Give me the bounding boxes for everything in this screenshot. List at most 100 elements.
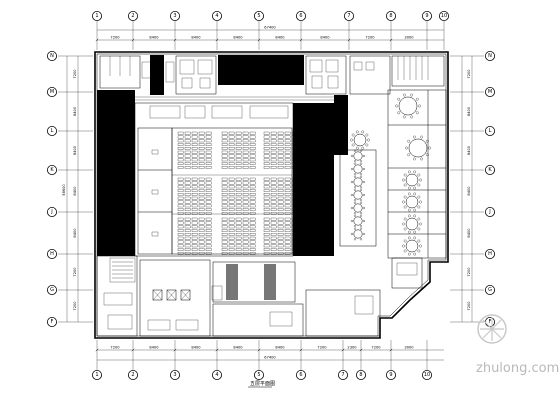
seat xyxy=(191,204,198,208)
seat xyxy=(191,225,198,229)
seat xyxy=(177,185,184,189)
round-table xyxy=(395,93,421,119)
dim-left-0: 7200 xyxy=(73,69,77,79)
booth-table xyxy=(350,227,366,241)
dim-right-1: 8400 xyxy=(467,106,471,116)
seat xyxy=(263,135,270,139)
seat xyxy=(191,154,198,158)
seat xyxy=(242,131,249,135)
seat xyxy=(228,147,235,150)
seat xyxy=(277,193,284,196)
seat xyxy=(291,208,298,211)
seat xyxy=(242,252,249,255)
seat xyxy=(284,154,291,158)
seat xyxy=(270,154,277,158)
seat xyxy=(277,252,284,255)
seat xyxy=(284,131,291,135)
seat xyxy=(249,244,256,248)
auditorium-seating xyxy=(177,131,298,255)
seat xyxy=(284,185,291,189)
seat xyxy=(242,208,249,211)
seat xyxy=(291,143,298,146)
seat xyxy=(221,236,228,240)
seat xyxy=(177,212,184,215)
seat xyxy=(184,154,191,158)
seat xyxy=(284,139,291,143)
seat xyxy=(191,158,198,162)
grid-bottom-5: 5 xyxy=(253,369,264,380)
seat xyxy=(205,189,212,192)
seat xyxy=(291,181,298,185)
seat xyxy=(277,177,284,181)
axis-lines xyxy=(58,21,484,370)
seat xyxy=(263,154,270,158)
seat xyxy=(249,204,256,208)
seat xyxy=(284,143,291,146)
grid-right-M-label: M xyxy=(488,89,492,95)
seat xyxy=(177,204,184,208)
seat xyxy=(177,229,184,232)
seat xyxy=(249,193,256,196)
seat xyxy=(184,162,191,165)
seat xyxy=(184,221,191,225)
seat xyxy=(177,181,184,185)
seat xyxy=(221,135,228,139)
grid-bottom-8: 8 xyxy=(355,369,366,380)
seat xyxy=(184,135,191,139)
seat xyxy=(221,177,228,181)
booth-table xyxy=(350,214,366,228)
seat xyxy=(249,196,256,200)
seat xyxy=(284,229,291,232)
seat xyxy=(284,196,291,200)
seat xyxy=(198,131,205,135)
dim-top-3: 8400 xyxy=(233,36,243,40)
grid-left-N: N xyxy=(47,51,58,62)
seat xyxy=(191,229,198,232)
seat xyxy=(198,252,205,255)
dim-left-total: 58600 xyxy=(62,184,66,196)
grid-top-6: 6 xyxy=(295,10,306,21)
seat xyxy=(205,166,212,169)
seat xyxy=(242,221,249,225)
seat xyxy=(291,147,298,150)
seat xyxy=(242,240,249,244)
seat xyxy=(205,233,212,236)
seat xyxy=(191,217,198,221)
seat xyxy=(235,229,242,232)
seat xyxy=(263,166,270,169)
grid-bottom-6-label: 6 xyxy=(299,372,302,378)
seat xyxy=(291,162,298,165)
grid-left-K-label: K xyxy=(50,167,54,173)
seat xyxy=(177,158,184,162)
seat xyxy=(198,217,205,221)
seat xyxy=(277,200,284,204)
seat xyxy=(235,248,242,251)
seat xyxy=(228,131,235,135)
seat xyxy=(191,240,198,244)
seat xyxy=(205,147,212,150)
seat xyxy=(235,154,242,158)
seat xyxy=(205,212,212,215)
seat xyxy=(277,236,284,240)
grid-right-J-label: J xyxy=(488,209,490,215)
seat xyxy=(177,166,184,169)
seat xyxy=(277,166,284,169)
grid-right-J: J xyxy=(484,206,495,217)
booth-table xyxy=(350,162,366,176)
dim-right-3: 8400 xyxy=(467,186,471,196)
dim-top-1: 8400 xyxy=(149,36,159,40)
seat xyxy=(191,162,198,165)
seat xyxy=(184,204,191,208)
seat xyxy=(270,143,277,146)
seat xyxy=(291,229,298,232)
round-table xyxy=(402,170,422,190)
dim-right-4: 8400 xyxy=(467,228,471,238)
dim-bottom-1: 8400 xyxy=(149,346,159,350)
seat xyxy=(191,177,198,181)
seat xyxy=(235,139,242,143)
seat xyxy=(277,225,284,229)
seat xyxy=(191,143,198,146)
seat xyxy=(284,236,291,240)
seat xyxy=(277,139,284,143)
